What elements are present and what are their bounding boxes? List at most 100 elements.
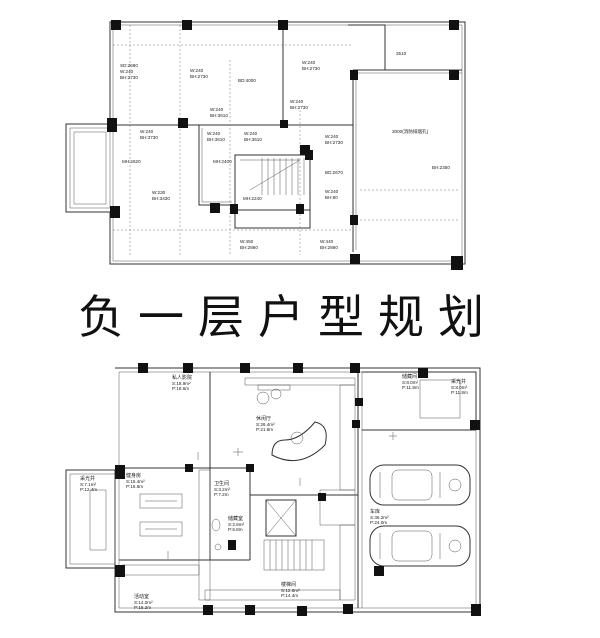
room-area-corner: S:8.0m²	[402, 380, 419, 385]
label-bh-c: BH:2730	[302, 66, 320, 71]
room-perimeter-hall-top: P:18.6m	[172, 386, 189, 391]
room-area-stair-hall: S:12.6m²	[281, 588, 300, 593]
top-plan-labels: W:240 BH:2730 W:240 BH:2730 W:240 BH:273…	[120, 51, 450, 250]
room-name-light-well: 采光井	[80, 475, 95, 482]
room-name-corner: 储藏间	[402, 373, 417, 380]
top-plan-stairs	[240, 158, 305, 195]
bottom-plan-inner-wall	[118, 371, 477, 609]
label-bh-3430: BH:3430	[152, 196, 170, 201]
label-note-3000: 3000(消防排烟孔)	[392, 128, 429, 135]
label-bh-2860b: BH:2860	[320, 245, 338, 250]
label-bh-80: BH:80	[325, 195, 338, 200]
room-area-garden: S:8.0m²	[451, 385, 468, 390]
room-area-gym: S:15.4m²	[126, 479, 145, 484]
label-w-e: W:240	[207, 131, 221, 136]
top-floor-plan: W:240 BH:2730 W:240 BH:2730 W:240 BH:273…	[65, 20, 466, 270]
bottom-plan-outer-wall	[65, 367, 481, 613]
label-w-f: W:240	[244, 131, 258, 136]
bottom-plan-gym-equipment	[139, 493, 183, 537]
room-perimeter-light-well: P:12.4m	[80, 487, 97, 492]
bottom-plan-corner-fixture	[419, 379, 461, 419]
room-area-activity: S:14.0m²	[134, 600, 153, 605]
label-bd-2670: BD:2670	[325, 170, 343, 175]
bottom-plan-room-labels: 私人影院 S:18.9m² P:18.6m 休闲厅 S:26.4m² P:21.…	[80, 373, 468, 610]
room-name-hall-top: 私人影院	[172, 374, 192, 381]
label-w-i: W:240	[140, 129, 154, 134]
bottom-floor-plan: 私人影院 S:18.9m² P:18.6m 休闲厅 S:26.4m² P:21.…	[65, 363, 481, 616]
room-area-garage: S:36.2m²	[370, 515, 389, 520]
room-perimeter-store2: P:6.8m	[228, 527, 243, 532]
room-name-stair-hall: 楼梯间	[281, 581, 296, 588]
label-w-240-80: W:240	[325, 189, 339, 194]
label-w-c: W:240	[302, 60, 316, 65]
label-tag-3510: 3510	[396, 51, 407, 56]
car-icon	[369, 464, 471, 506]
label-w-g: W:240	[290, 99, 304, 104]
room-area-wc: S:3.2m²	[214, 487, 231, 492]
room-name-garden: 采光井	[451, 378, 466, 385]
room-name-garage: 车库	[370, 508, 380, 515]
label-bh-h: BH:2730	[325, 140, 343, 145]
bottom-plan-left-bay	[69, 473, 116, 565]
room-name-gym: 健身房	[126, 472, 141, 479]
room-area-hall-top: S:18.9m²	[172, 381, 191, 386]
bottom-plan-lounge-furniture	[256, 384, 327, 462]
bottom-plan-columns	[115, 363, 481, 616]
room-name-living: 休闲厅	[256, 415, 271, 422]
label-w-b: W:240	[190, 68, 204, 73]
room-perimeter-stair-hall: P:14.4m	[281, 593, 298, 598]
room-name-store2: 储藏室	[228, 515, 243, 522]
label-bh-b: BH:2730	[190, 74, 208, 79]
label-mh-2240: MH:2240	[243, 196, 262, 201]
room-perimeter-garden: P:11.8m	[451, 390, 468, 395]
room-name-wc: 卫生间	[214, 480, 229, 487]
label-bh-2860a: BH:2860	[240, 245, 258, 250]
bottom-plan-corner-room	[362, 371, 477, 430]
top-plan-notch	[348, 24, 386, 70]
top-plan-dashed-lines	[113, 25, 460, 255]
label-w-d: W:240	[210, 107, 224, 112]
top-plan-inner-wall	[112, 24, 463, 262]
bottom-plan-bench	[89, 489, 107, 551]
label-bh-d: BH:3610	[210, 113, 228, 118]
page-title: 负一层户型规划	[78, 290, 498, 344]
label-w-a: W:240	[120, 69, 134, 74]
bottom-plan-stairs	[263, 499, 325, 571]
bottom-plan-wc-fixtures	[211, 518, 222, 551]
label-w-440: W:440	[320, 239, 334, 244]
label-mh-2400: MH:2400	[213, 159, 232, 164]
label-bh-f: BH:3610	[244, 137, 262, 142]
room-perimeter-gym: P:16.6m	[126, 484, 143, 489]
label-w-h: W:240	[325, 134, 339, 139]
label-bh-i: BH:3730	[140, 135, 158, 140]
label-w-450: W:450	[240, 239, 254, 244]
top-plan-stair-landing	[234, 209, 311, 229]
top-plan-columns	[107, 20, 463, 270]
bottom-plan-cars	[369, 464, 471, 567]
bottom-plan-markers	[167, 432, 397, 559]
label-bh-a: BH:2730	[120, 75, 138, 80]
bottom-plan-curb-blocks	[121, 377, 356, 601]
top-plan-left-bay-inner	[73, 131, 107, 205]
top-plan-left-bay	[69, 127, 111, 209]
room-perimeter-wc: P:7.2m	[214, 492, 229, 497]
room-area-living: S:26.4m²	[256, 422, 275, 427]
room-perimeter-garage: P:24.0m	[370, 520, 387, 525]
room-area-light-well: S:7.1m²	[80, 482, 97, 487]
label-sd-2680: SD:2680	[120, 63, 138, 68]
car-icon	[369, 525, 471, 567]
room-perimeter-activity: P:15.2m	[134, 605, 151, 610]
label-bd-4000: BD:4000	[238, 78, 256, 83]
room-area-store2: S:2.8m²	[228, 522, 245, 527]
label-bh-g: BH:2730	[290, 105, 308, 110]
label-bh-e: BH:3610	[207, 137, 225, 142]
top-plan-partition-d2	[201, 128, 232, 203]
label-w-230: W:230	[152, 190, 166, 195]
top-plan-partition-d	[198, 125, 311, 210]
label-mh-2620: MH:2620	[122, 159, 141, 164]
label-bh-2350: BH:2350	[432, 165, 450, 170]
room-perimeter-living: P:21.8m	[256, 427, 273, 432]
room-perimeter-corner: P:11.8m	[402, 385, 419, 390]
